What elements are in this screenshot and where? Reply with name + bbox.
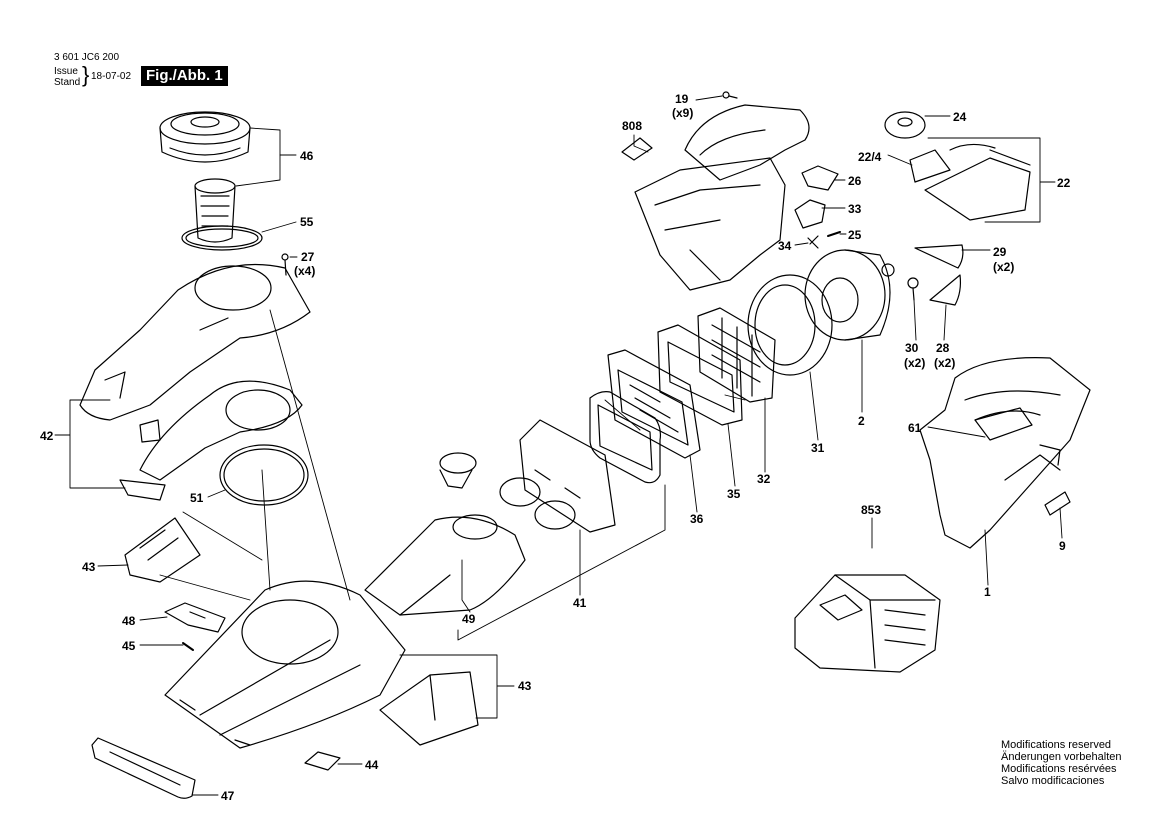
label-27-qty: (x4) [294,264,315,278]
part-30-screw [907,277,919,301]
label-19: 19 [675,92,689,106]
label-36: 36 [690,512,704,526]
label-22: 22 [1057,176,1071,190]
part-1-handle-body [919,357,1091,549]
label-35: 35 [727,487,741,501]
handle-shell-upper [684,104,810,181]
note-en: Modifications reserved [1001,739,1112,751]
part-44-button [304,751,341,771]
label-26: 26 [848,174,862,188]
part-33-block [794,199,826,229]
label-41: 41 [573,596,587,610]
note-fr: Modifications resérvées [1001,763,1117,775]
part-number: 3 601 JC6 200 [54,52,120,63]
part-43-clip [124,517,201,583]
label-48: 48 [122,614,136,628]
collar-ring [439,452,477,489]
label-45: 45 [122,639,136,653]
modifications-notice: Modifications reserved Änderungen vorbeh… [1001,739,1121,787]
part-34-spring [807,235,819,249]
label-22-4: 22/4 [858,150,882,164]
part-808-label [621,137,653,161]
part-42-inner-frame [119,380,303,501]
part-35-seal [657,324,743,426]
part-32-prefilter [697,307,776,403]
upper-nozzle-housing [79,263,311,421]
note-es: Salvo modificaciones [1001,775,1105,787]
brace-glyph: } [82,62,90,87]
part-45-spring [182,642,194,651]
label-808: 808 [622,119,642,133]
issue-label: Issue [54,66,78,77]
label-28-qty: (x2) [934,356,955,370]
label-853: 853 [861,503,881,517]
part-61-label [974,407,1033,441]
label-34: 34 [778,239,792,253]
part-2-motor [804,249,895,341]
leader-lines [54,95,1063,796]
part-46-cage-filter [194,178,236,243]
part-29-plate [914,244,964,269]
label-61: 61 [908,421,922,435]
label-9: 9 [1059,539,1066,553]
part-41-filter-housing [499,419,616,533]
label-32: 32 [757,472,771,486]
part-55-oring [181,225,263,251]
label-49: 49 [462,612,476,626]
label-27: 27 [301,250,315,264]
note-de: Änderungen vorbehalten [1001,751,1122,763]
part-36-frame [607,349,701,459]
label-29: 29 [993,245,1007,259]
label-51: 51 [190,491,204,505]
label-55: 55 [300,215,314,229]
label-1: 1 [984,585,991,599]
part-49-crevice-nozzle [364,514,526,616]
part-48-switch [164,602,226,633]
stand-label: Stand [54,77,81,88]
part-47-strip [91,737,196,799]
lower-housing [164,580,406,749]
label-33: 33 [848,202,862,216]
label-42: 42 [40,429,54,443]
figure-label: Fig./Abb. 1 [141,66,228,86]
label-28: 28 [936,341,950,355]
part-28-plate [929,274,962,306]
label-43-nozzle: 43 [518,679,532,693]
part-853-charger [794,574,941,673]
part-9-label [1044,491,1071,516]
label-47: 47 [221,789,235,803]
part-46-filter-cap [159,111,251,163]
part-19-screw [722,91,738,99]
part-36-gasket [589,391,662,484]
label-19-qty: (x9) [672,106,693,120]
label-25: 25 [848,228,862,242]
label-30-qty: (x2) [904,356,925,370]
label-46: 46 [300,149,314,163]
handle-shell-lower [634,157,786,291]
part-25-pin [827,231,841,237]
part-27-screw [281,253,289,276]
label-29-qty: (x2) [993,260,1014,274]
label-2: 2 [858,414,865,428]
label-24: 24 [953,110,967,124]
part-43-nozzle [379,671,479,746]
label-30: 30 [905,341,919,355]
part-26-button [801,165,839,191]
label-44: 44 [365,758,379,772]
label-31: 31 [811,441,825,455]
part-24-switch-cap [884,111,926,139]
part-31-ring [747,274,833,376]
label-43-clip: 43 [82,560,96,574]
issue-date: 18-07-02 [91,71,132,82]
part-22-pcb [909,143,1031,221]
